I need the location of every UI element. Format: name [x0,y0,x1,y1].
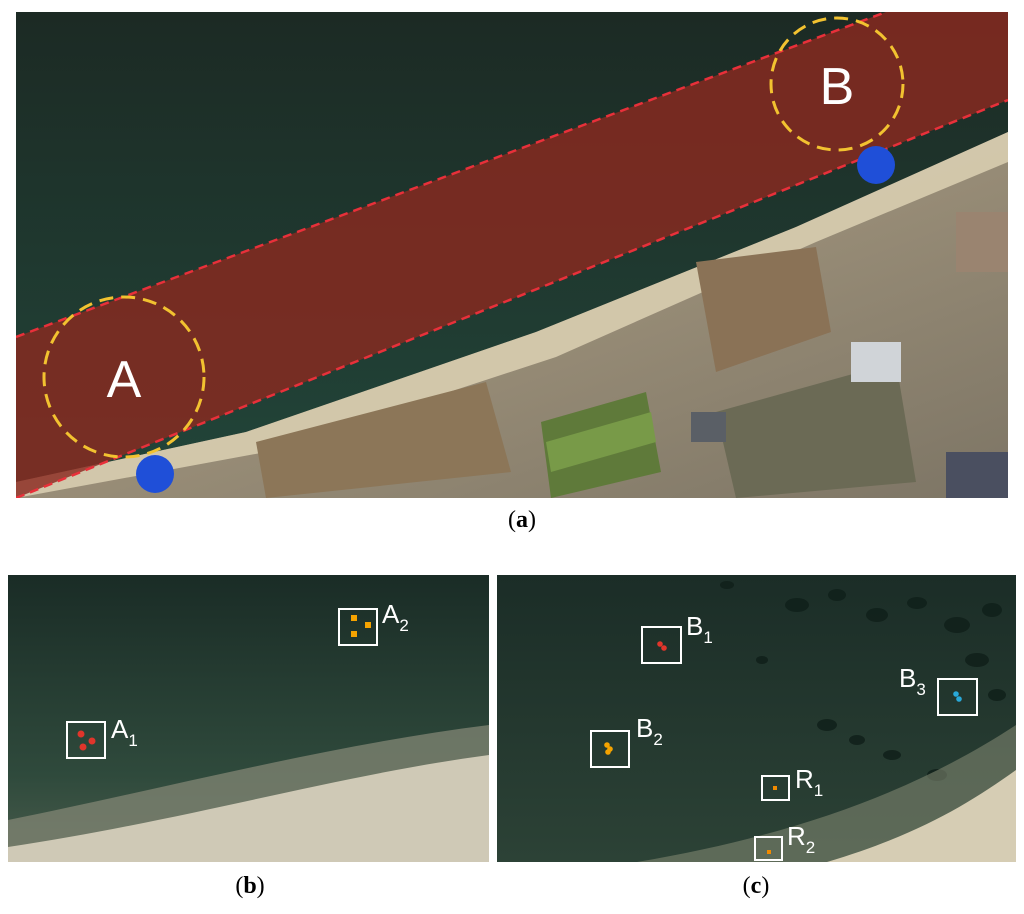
site-b3-label: B3 [899,663,926,699]
site-a1-marker [77,730,85,738]
building [946,452,1008,498]
caption-b-letter: b [243,873,257,899]
site-b2-label: B2 [636,713,663,749]
caption-c-letter: c [750,873,762,899]
access-point-marker [136,455,174,493]
site-r2-label: R2 [787,821,815,857]
site-b2-marker [604,742,610,748]
zone-a-label: A [107,351,142,409]
site-r1-marker [773,786,777,790]
site-a2-marker [351,631,357,637]
vegetation-patches [720,581,1006,781]
green-field [546,412,656,472]
site-r1-box [761,775,790,801]
site-b3-marker [953,691,959,697]
caption-a: (a) [508,507,536,533]
beach-strip [8,755,489,862]
zone-b-detail-canvas: B1 B2 B3 R1 R2 [497,575,1016,862]
overview-map: A B [16,12,1008,498]
farm-field [716,362,916,498]
site-a2-box [338,608,378,646]
site-r1-label: R1 [795,764,823,800]
site-b1-marker [661,645,667,651]
site-a2-label: A2 [382,599,409,635]
zone-boundary-lower [16,98,1008,498]
beach-strip [827,770,1016,862]
site-r2-box [754,836,783,861]
zone-b-label: B [820,58,855,116]
caption-b: (b) [235,873,265,899]
site-a1-marker [79,743,87,751]
site-r2-marker [767,850,771,854]
zone-a-detail-map: A1 A2 [8,575,489,862]
zone-a-detail-canvas: A1 A2 [8,575,489,862]
site-b1-box [641,626,682,664]
beach-strip [16,132,1008,498]
farm-field [256,382,511,498]
site-b2-box [590,730,630,768]
site-b1-label: B1 [686,611,713,647]
building [851,342,901,382]
zone-b-circle [769,16,905,152]
site-a2-marker [351,615,357,621]
farm-field [696,247,831,372]
site-a1-box [66,721,106,759]
site-a1-label: A1 [111,714,138,750]
site-a1-marker [88,737,96,745]
caption-c: (c) [742,873,770,899]
zone-a-circle [42,295,206,459]
site-a2-marker [365,622,371,628]
site-b3-marker [956,696,962,702]
site-b1-marker [657,641,663,647]
caption-a-letter: a [516,507,528,533]
overview-map-canvas: A B [16,12,1008,498]
building [956,212,1008,272]
building [691,412,726,442]
site-b3-box [937,678,978,716]
zone-boundary-upper [16,12,887,339]
estuary-zone [16,12,1008,498]
zone-b-detail-map: B1 B2 B3 R1 R2 [497,575,1016,862]
site-b2-marker [605,749,611,755]
access-point-marker [857,146,895,184]
